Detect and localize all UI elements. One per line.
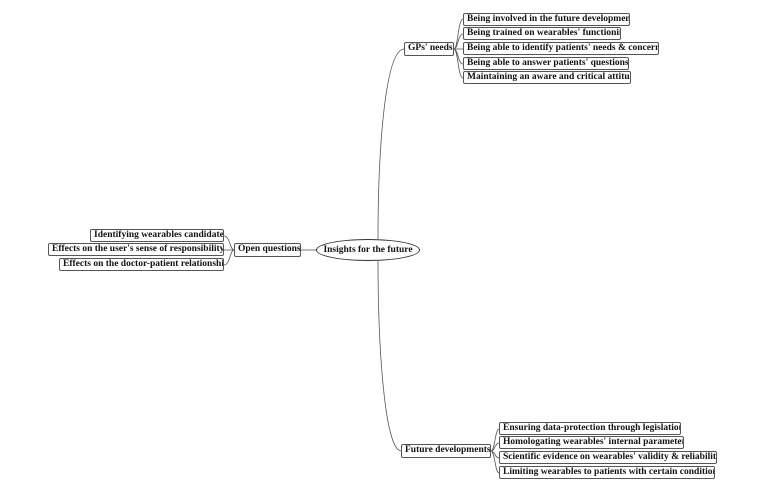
future-developments-item[interactable]: Scientific evidence on wearables' validi… <box>499 451 717 464</box>
gps-needs-item[interactable]: Being involved in the future development <box>463 13 630 26</box>
connector-fd-child-4 <box>490 450 500 474</box>
future-developments-item[interactable]: Ensuring data-protection through legisla… <box>499 422 681 435</box>
connector-root-future-developments <box>377 260 402 452</box>
branch-gps-needs[interactable]: GPs' needs <box>404 42 454 56</box>
connector-root-gps-needs <box>377 48 405 240</box>
gps-needs-item[interactable]: Maintaining an aware and critical attitu… <box>463 71 631 84</box>
connector-gps-child-2 <box>453 33 464 50</box>
connector-oq-child-3 <box>223 249 235 266</box>
connector-oq-child-1 <box>223 235 235 251</box>
branch-open-questions[interactable]: Open questions <box>234 243 301 257</box>
branch-future-developments[interactable]: Future developments <box>401 444 491 458</box>
connector-gps-child-5 <box>453 48 464 79</box>
root-node[interactable]: Insights for the future <box>316 239 420 261</box>
connector-gps-child-1 <box>453 18 464 50</box>
gps-needs-item[interactable]: Being trained on wearables' functioning <box>463 27 621 40</box>
gps-needs-item[interactable]: Being able to identify patients' needs &… <box>463 42 659 55</box>
open-questions-item[interactable]: Identifying wearables candidates <box>90 229 224 242</box>
gps-needs-item[interactable]: Being able to answer patients' questions <box>463 57 629 70</box>
future-developments-item[interactable]: Homologating wearables' internal paramet… <box>499 436 684 449</box>
open-questions-item[interactable]: Effects on the doctor-patient relationsh… <box>59 258 224 271</box>
open-questions-item[interactable]: Effects on the user's sense of responsib… <box>48 243 224 256</box>
future-developments-item[interactable]: Limiting wearables to patients with cert… <box>499 466 715 479</box>
